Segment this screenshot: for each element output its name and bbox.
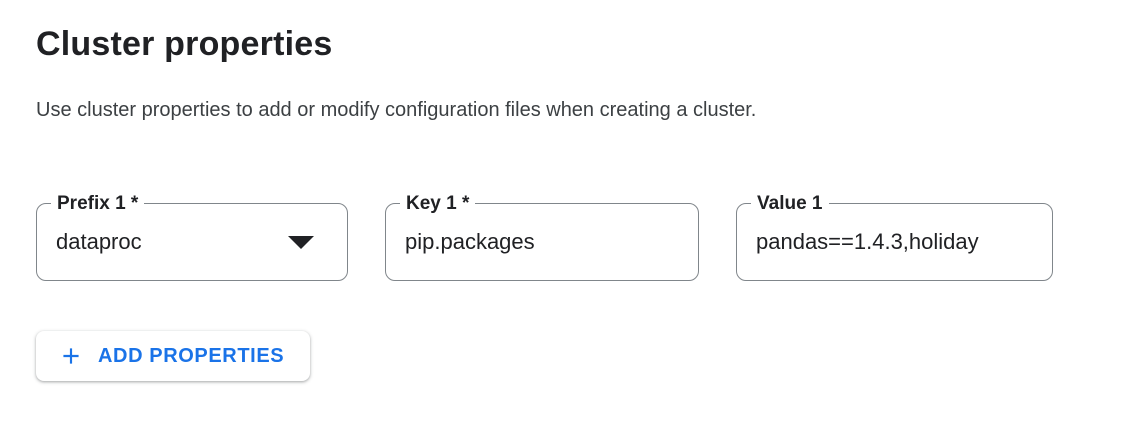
chevron-down-icon (288, 236, 314, 249)
key-field-container: Key 1 * (385, 192, 699, 281)
key-input[interactable] (386, 204, 698, 280)
add-properties-label: ADD PROPERTIES (98, 344, 285, 367)
value-input[interactable] (737, 204, 1052, 280)
value-field-container: Value 1 (736, 192, 1053, 281)
prefix-selected-value: dataproc (56, 229, 142, 254)
prefix-field-label: Prefix 1 * (51, 192, 145, 215)
prefix-select[interactable]: Prefix 1 * dataproc (36, 192, 348, 281)
page-title: Cluster properties (36, 25, 333, 63)
add-properties-button[interactable]: ADD PROPERTIES (36, 331, 311, 381)
page-description: Use cluster properties to add or modify … (36, 99, 757, 121)
plus-icon (63, 348, 79, 364)
